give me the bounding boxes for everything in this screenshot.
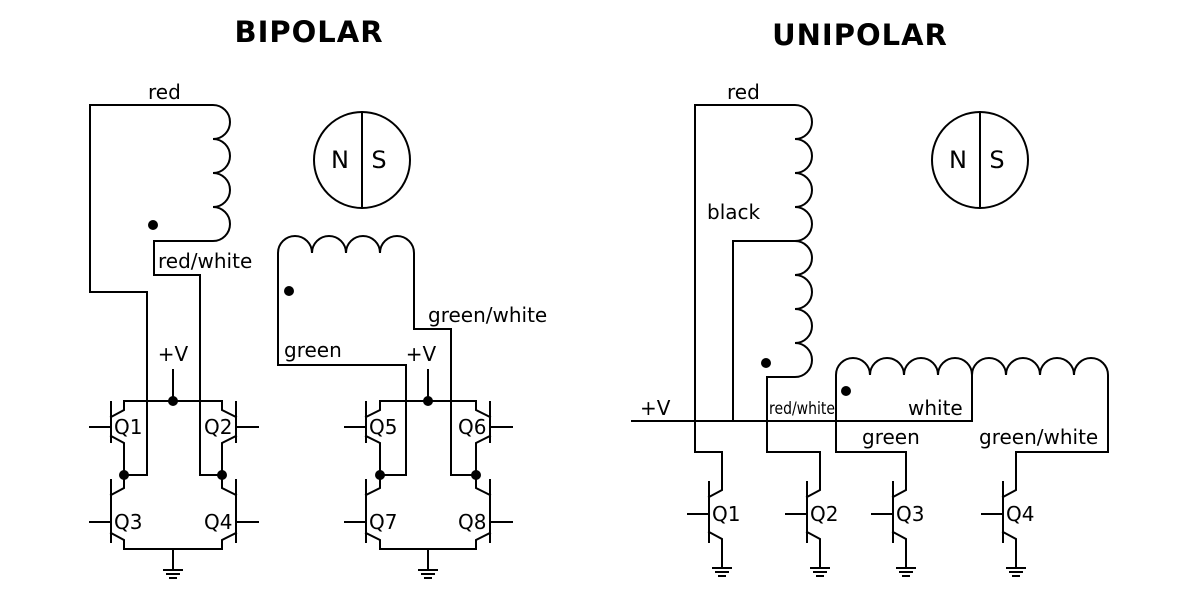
unipolar-label-green-white: green/white (979, 425, 1098, 449)
unipolar-label-red: red (727, 80, 760, 104)
bipolar-label-red: red (148, 80, 181, 104)
bipolar-supply-label-2: +V (406, 342, 437, 366)
bipolar-rotor-north: N (331, 146, 349, 174)
unipolar-q4-stage: Q4 (981, 474, 1034, 577)
unipolar-transistor-q3: Q3 (896, 502, 924, 526)
transistor-q5: Q5 (369, 415, 397, 439)
bipolar-rotor: N S (313, 111, 411, 209)
bipolar-coil-b-polarity-dot (284, 286, 294, 296)
unipolar-rotor: N S (931, 111, 1029, 209)
unipolar-q1-stage: Q1 (687, 474, 740, 577)
unipolar-transistor-q4: Q4 (1006, 502, 1034, 526)
unipolar-wire-green (835, 451, 907, 476)
unipolar-label-black: black (707, 200, 761, 224)
unipolar-coil-a (694, 104, 821, 476)
unipolar-coil-a-polarity-dot (761, 358, 771, 368)
transistor-q4: Q4 (204, 510, 232, 534)
unipolar-q2-stage: Q2 (785, 474, 838, 577)
transistor-q7: Q7 (369, 510, 397, 534)
bipolar-coil-b (277, 235, 477, 476)
unipolar-label-red-white: red/white (769, 399, 835, 419)
unipolar-label-green: green (862, 425, 920, 449)
bipolar-supply-label-1: +V (158, 342, 189, 366)
unipolar-supply-label: +V (640, 396, 671, 420)
bipolar-title: BIPOLAR (234, 15, 383, 49)
transistor-q1: Q1 (114, 415, 142, 439)
unipolar-transistor-q2: Q2 (810, 502, 838, 526)
transistor-q2: Q2 (204, 415, 232, 439)
bipolar-coil-a (89, 104, 231, 476)
bipolar-section: BIPOLAR N S red red/white green green/wh… (89, 15, 547, 579)
unipolar-transistor-q1: Q1 (712, 502, 740, 526)
bipolar-label-green: green (284, 338, 342, 362)
unipolar-label-white: white (908, 396, 963, 420)
unipolar-coil-b-polarity-dot (841, 386, 851, 396)
bipolar-label-green-white: green/white (428, 303, 547, 327)
unipolar-rotor-south: S (989, 146, 1004, 174)
bipolar-wire-red (89, 104, 148, 476)
transistor-q6: Q6 (458, 415, 486, 439)
bipolar-wire-green (277, 364, 407, 476)
unipolar-section: UNIPOLAR N S +V red black red/white whit… (631, 18, 1109, 577)
bipolar-h-bridge-2: +V Q5 Q6 Q7 Q8 (344, 342, 513, 579)
bipolar-coil-a-polarity-dot (148, 220, 158, 230)
transistor-q3: Q3 (114, 510, 142, 534)
bipolar-h-bridge-1: +V Q1 Q2 Q3 Q4 (89, 342, 259, 579)
unipolar-title: UNIPOLAR (772, 18, 948, 52)
unipolar-wire-black (732, 240, 796, 422)
unipolar-q3-stage: Q3 (871, 474, 924, 577)
unipolar-rotor-north: N (949, 146, 967, 174)
unipolar-wire-red (694, 104, 723, 476)
bipolar-label-red-white: red/white (158, 249, 252, 273)
bipolar-rotor-south: S (371, 146, 386, 174)
transistor-q8: Q8 (458, 510, 486, 534)
